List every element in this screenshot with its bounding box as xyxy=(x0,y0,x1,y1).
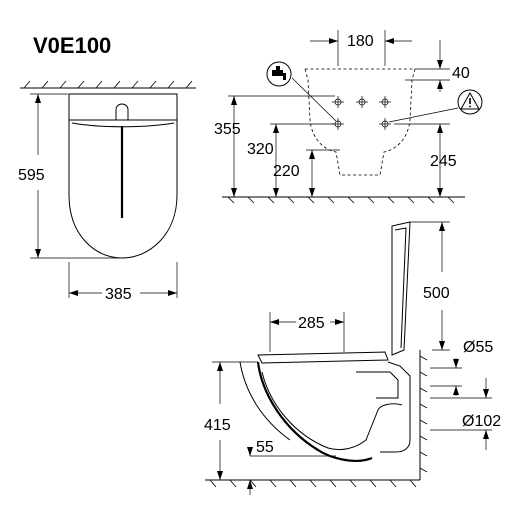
rear-view: 180 40 355 320 220 245 xyxy=(214,30,483,204)
fixing-points xyxy=(332,96,391,130)
height-total-label: 415 xyxy=(204,417,231,434)
depth-label: 595 xyxy=(18,167,45,184)
height-lower-label: 220 xyxy=(273,163,300,180)
height-mid-label: 320 xyxy=(247,141,274,158)
width-label: 385 xyxy=(105,286,132,303)
model-title: V0E100 xyxy=(33,33,111,58)
height-upper-label: 355 xyxy=(214,121,241,138)
side-view: 500 285 Ø55 Ø102 415 xyxy=(204,221,501,495)
fixing-width-label: 180 xyxy=(347,33,374,50)
top-view: 595 385 xyxy=(18,80,196,303)
offset-top-label: 40 xyxy=(452,65,470,82)
warning-triangle-icon xyxy=(457,89,483,115)
diameter-outlet-label: Ø102 xyxy=(462,413,501,430)
offset-bottom-label: 55 xyxy=(256,439,274,456)
wall-hatch-top xyxy=(23,80,193,89)
height-right-label: 245 xyxy=(430,153,457,170)
wall-hatch-side xyxy=(419,355,428,473)
floor-hatch-rear xyxy=(227,196,455,204)
water-tap-icon xyxy=(266,61,292,87)
diameter-inlet-label: Ø55 xyxy=(463,339,493,356)
seat-height-label: 500 xyxy=(423,285,450,302)
floor-hatch-side xyxy=(209,479,417,488)
projection-label: 285 xyxy=(298,315,325,332)
